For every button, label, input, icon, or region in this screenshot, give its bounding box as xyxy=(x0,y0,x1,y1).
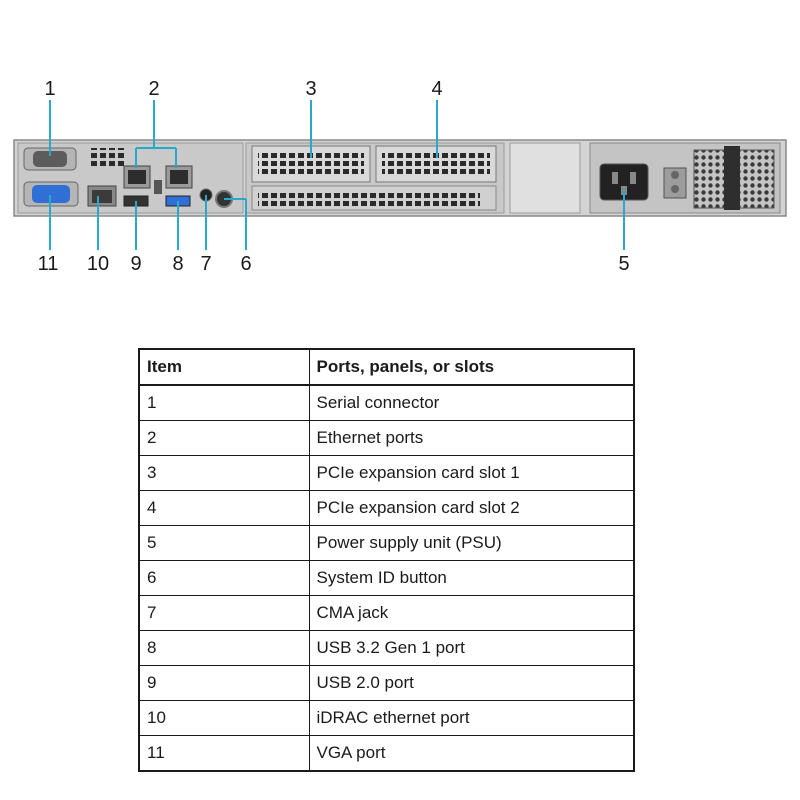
callout-9: 9 xyxy=(130,253,141,275)
callout-8: 8 xyxy=(172,253,183,275)
item-number: 7 xyxy=(138,595,310,631)
item-number: 9 xyxy=(138,665,310,701)
item-number: 1 xyxy=(138,384,310,421)
io-indicator xyxy=(154,180,162,194)
callout-7: 7 xyxy=(200,253,211,275)
ethernet-ports[interactable] xyxy=(123,165,193,189)
callout-3: 3 xyxy=(305,78,316,100)
item-description: USB 2.0 port xyxy=(308,665,635,701)
header-ports: Ports, panels, or slots xyxy=(308,348,635,386)
callout-5: 5 xyxy=(618,253,629,275)
item-number: 10 xyxy=(138,700,310,736)
callout-10: 10 xyxy=(87,253,109,275)
item-number: 6 xyxy=(138,560,310,596)
item-number: 11 xyxy=(138,735,310,772)
table-header-row: Item Ports, panels, or slots xyxy=(138,348,635,386)
vga-port[interactable] xyxy=(23,181,79,207)
item-number: 4 xyxy=(138,490,310,526)
callout-6: 6 xyxy=(240,253,251,275)
item-description: Ethernet ports xyxy=(308,420,635,456)
item-description: System ID button xyxy=(308,560,635,596)
item-number: 3 xyxy=(138,455,310,491)
item-description: Power supply unit (PSU) xyxy=(308,525,635,561)
io-vent xyxy=(90,148,126,168)
pcie-lower-vent xyxy=(251,185,497,211)
callout-1: 1 xyxy=(44,78,55,100)
callout-2: 2 xyxy=(148,78,159,100)
callout-4: 4 xyxy=(431,78,442,100)
idrac-ethernet-port[interactable] xyxy=(87,185,117,207)
item-description: PCIe expansion card slot 1 xyxy=(308,455,635,491)
item-description: USB 3.2 Gen 1 port xyxy=(308,630,635,666)
item-number: 8 xyxy=(138,630,310,666)
item-description: CMA jack xyxy=(308,595,635,631)
leader-2 xyxy=(135,100,177,168)
item-description: VGA port xyxy=(308,735,635,772)
item-description: Serial connector xyxy=(308,384,635,421)
callout-11: 11 xyxy=(38,253,59,275)
chassis-bracket xyxy=(509,142,581,214)
item-number: 5 xyxy=(138,525,310,561)
header-item: Item xyxy=(138,348,310,386)
item-description: PCIe expansion card slot 2 xyxy=(308,490,635,526)
item-description: iDRAC ethernet port xyxy=(308,700,635,736)
power-supply-unit[interactable] xyxy=(589,142,781,214)
server-rear-diagram: 1 2 3 4 11 10 9 8 7 6 5 xyxy=(13,78,787,275)
item-number: 2 xyxy=(138,420,310,456)
